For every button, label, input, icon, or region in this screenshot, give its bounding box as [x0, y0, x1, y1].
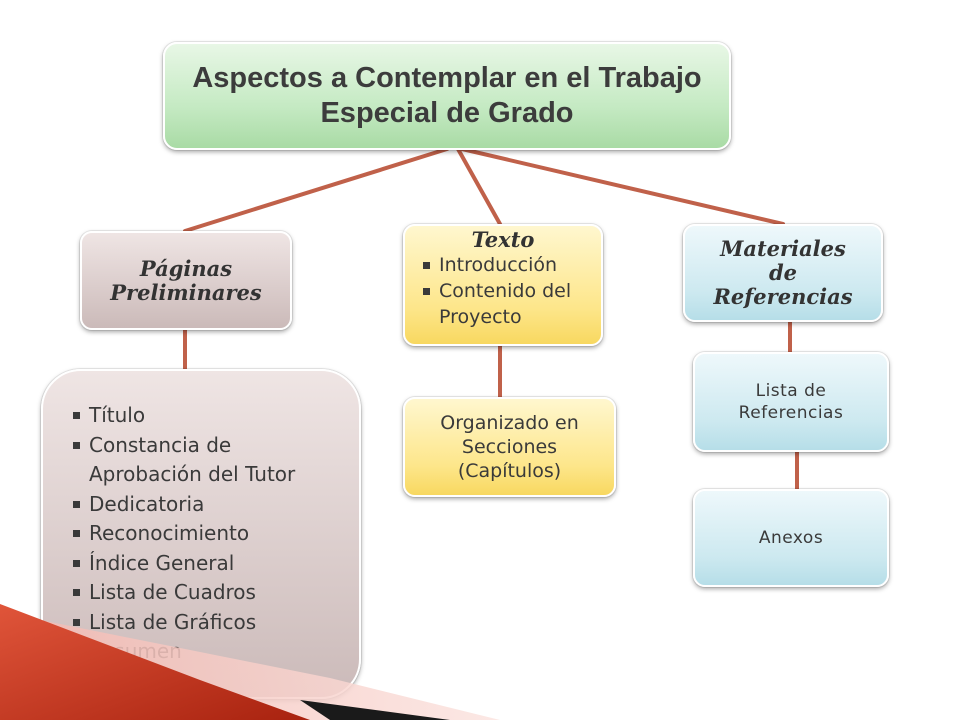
texto-child-line1: Organizado en — [440, 412, 579, 434]
texto-child-box: Organizado en Secciones (Capítulos) — [403, 397, 616, 497]
list-item: Dedicatoria — [73, 490, 359, 520]
lista-referencias-line2: Referencias — [738, 403, 844, 423]
preliminares-heading-line1: Páginas — [139, 255, 233, 281]
list-item: Reconocimiento — [73, 519, 359, 549]
preliminares-list: Título Constancia de Aprobación del Tuto… — [73, 401, 359, 667]
connector-title-preliminares — [183, 147, 449, 233]
materiales-heading-line3: Referencias — [713, 284, 853, 309]
diagram-title-line2: Especial de Grado — [320, 97, 574, 129]
texto-heading: Texto — [471, 227, 535, 252]
anexos-box: Anexos — [693, 489, 889, 587]
materiales-box: Materiales de Referencias — [683, 224, 883, 322]
list-item: Lista de Cuadros — [73, 578, 359, 608]
lista-referencias-line1: Lista de — [755, 381, 827, 401]
diagram-title-box: Aspectos a Contemplar en el Trabajo Espe… — [163, 42, 731, 150]
preliminares-list-box: Título Constancia de Aprobación del Tuto… — [41, 369, 361, 699]
texto-child-line2: Secciones — [461, 436, 558, 458]
texto-list: Introducción Contenido del Proyecto — [423, 252, 593, 330]
list-item: Resumen — [73, 637, 359, 667]
materiales-heading-line2: de — [768, 260, 798, 285]
materiales-heading-line1: Materiales — [720, 236, 846, 261]
texto-box: Texto Introducción Contenido del Proyect… — [403, 224, 603, 346]
list-item: Lista de Gráficos — [73, 608, 359, 638]
preliminares-heading-line2: Preliminares — [110, 279, 262, 305]
list-item: Constancia de Aprobación del Tutor — [73, 431, 339, 490]
anexos-label: Anexos — [758, 528, 824, 548]
diagram-title-line1: Aspectos a Contemplar en el Trabajo — [192, 62, 702, 94]
lista-referencias-box: Lista de Referencias — [693, 352, 889, 452]
list-item: Índice General — [73, 549, 359, 579]
connector-title-texto — [456, 147, 502, 226]
list-item: Introducción — [423, 252, 593, 278]
preliminares-box: Páginas Preliminares — [80, 231, 292, 330]
texto-child-line3: (Capítulos) — [457, 460, 562, 482]
list-item: Título — [73, 401, 359, 431]
list-item: Contenido del Proyecto — [423, 278, 593, 330]
connector-title-materiales — [460, 147, 785, 226]
